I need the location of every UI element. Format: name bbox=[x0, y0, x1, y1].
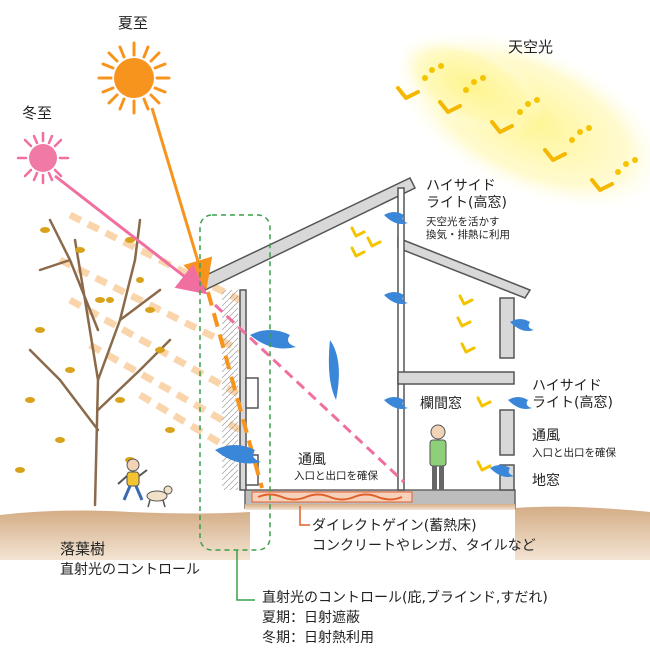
interior-light-chevrons bbox=[350, 226, 492, 472]
winter-sun-icon bbox=[16, 131, 70, 185]
summer-note: 夏期：日射遮蔽 bbox=[262, 610, 360, 626]
child-figure bbox=[117, 458, 148, 501]
winter-note: 冬期：日射熱利用 bbox=[262, 630, 374, 646]
deciduous-tree-note: 直射光のコントロール bbox=[60, 562, 200, 578]
ventilation-right-note: 入口と出口を確保 bbox=[532, 447, 616, 459]
summer-sun-ray-dashed bbox=[206, 291, 264, 489]
wind-arrows bbox=[215, 212, 534, 477]
dog-figure bbox=[146, 485, 173, 508]
floor-window-label: 地窓 bbox=[532, 473, 560, 489]
sky-light-chevrons bbox=[396, 86, 614, 192]
summer-sun-icon bbox=[97, 41, 171, 115]
ventilation-right-label: 通風 bbox=[532, 428, 560, 444]
winter-sun-ray bbox=[54, 174, 208, 295]
ventilation-left-label: 通風 bbox=[298, 452, 326, 468]
person-figure bbox=[429, 424, 447, 490]
direct-gain-label: ダイレクトゲイン(蓄熱床) bbox=[312, 518, 477, 534]
summer-solstice-label: 夏至 bbox=[118, 14, 149, 32]
sky-light-glow bbox=[390, 27, 650, 213]
highside-light-top-note: 天空光を活かす 換気・排熱に利用 bbox=[426, 216, 510, 241]
winter-sun-ray-dashed bbox=[213, 303, 406, 484]
winter-sun-rays bbox=[58, 211, 242, 459]
deciduous-tree-label: 落葉樹 bbox=[60, 540, 106, 558]
winter-solstice-label: 冬至 bbox=[22, 104, 53, 122]
sky-light-label: 天空光 bbox=[508, 38, 554, 56]
summer-sun-ray bbox=[150, 107, 213, 290]
sky-light-dots bbox=[422, 63, 638, 175]
eave-control-label: 直射光のコントロール(庇,ブラインド,すだれ) bbox=[262, 590, 548, 606]
eave-control-guide bbox=[199, 214, 271, 551]
wall-hatch bbox=[222, 290, 238, 490]
ventilation-left-note: 入口と出口を確保 bbox=[294, 470, 378, 482]
highside-light-right-label: ハイサイド ライト(高窓) bbox=[532, 378, 613, 411]
transom-window-label: 欄間窓 bbox=[420, 396, 462, 412]
eave-control-leader bbox=[236, 550, 255, 601]
thermal-mass-floor bbox=[251, 491, 413, 503]
highside-light-top-label: ハイサイド ライト(高窓) bbox=[426, 178, 507, 211]
direct-gain-note: コンクリートやレンガ、タイルなど bbox=[312, 538, 536, 554]
deciduous-tree bbox=[15, 218, 175, 507]
direct-gain-leader bbox=[299, 506, 310, 526]
